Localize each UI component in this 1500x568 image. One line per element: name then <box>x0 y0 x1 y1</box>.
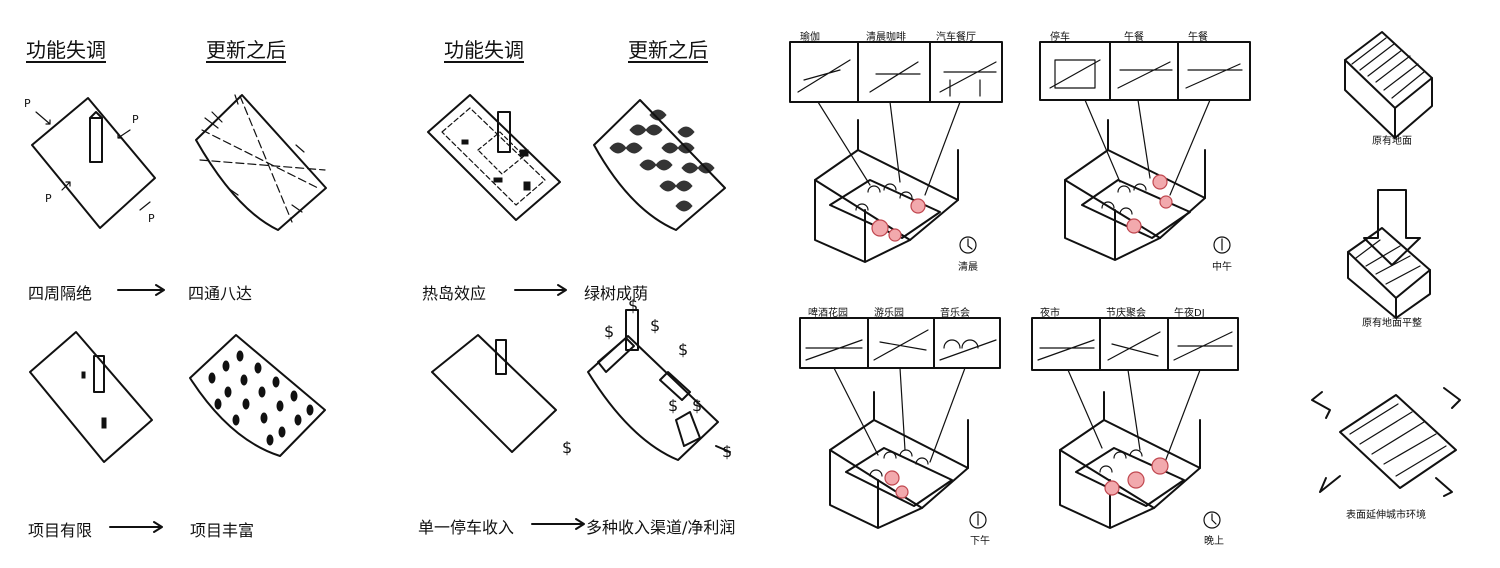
p3-q2-sketch <box>1039 41 1251 261</box>
p2-parcel-before <box>427 94 561 221</box>
p1-p-label-4: P <box>148 212 155 225</box>
p1-p-label-2: P <box>132 113 139 126</box>
p3-q3-caption-1: 啤酒花园 <box>808 308 848 319</box>
p1-parcel-before <box>31 97 156 229</box>
p1-row2-arrow <box>109 521 163 533</box>
p2-parcel-before-2 <box>431 334 557 453</box>
p4-box-3 <box>1311 387 1461 497</box>
p3-q1-time: 清晨 <box>958 262 978 273</box>
p1-row1-right-label: 四通八达 <box>188 284 253 303</box>
p3-q1-caption-2: 清晨咖啡 <box>866 32 906 43</box>
p2-heading-left: 功能失调 <box>444 38 524 62</box>
p1-parcel-after <box>195 94 327 231</box>
p3-q3-time: 下午 <box>970 536 990 547</box>
p3-q3-sketch <box>799 317 1001 529</box>
p2-row2-arrow <box>531 518 585 530</box>
p3-q4-caption-1: 夜市 <box>1040 308 1060 319</box>
p2-row1-right-label: 绿树成荫 <box>584 284 649 303</box>
p3-q2-caption-1: 停车 <box>1050 32 1070 43</box>
p4-caption-1: 原有地面 <box>1372 136 1412 147</box>
p3-q2-time: 中午 <box>1212 262 1232 273</box>
p2-dollar-8: $ <box>722 442 733 461</box>
p4-box-2 <box>1347 189 1431 319</box>
p3-q3-caption-2: 游乐园 <box>874 308 904 319</box>
p1-row1-left-label: 四周隔绝 <box>28 284 93 303</box>
p1-heading-left: 功能失调 <box>26 38 106 62</box>
p1-heading-right: 更新之后 <box>206 38 286 62</box>
p3-q1-caption-3: 汽车餐厅 <box>936 32 976 43</box>
p2-dollar-2: $ <box>604 322 615 341</box>
p2-dollar-5: $ <box>678 340 689 359</box>
p3-q4-caption-2: 节庆聚会 <box>1106 308 1146 319</box>
p2-row2-right-label: 多种收入渠道/净利润 <box>586 518 736 537</box>
p3-q2-caption-2: 午餐 <box>1124 32 1144 43</box>
p3-q4-time: 晚上 <box>1204 536 1224 547</box>
p2-dollar-7: $ <box>692 396 703 415</box>
p2-row2-left-label: 单一停车收入 <box>418 518 515 537</box>
p1-parcel-before-2 <box>29 331 153 463</box>
p4-caption-3: 表面延伸城市环境 <box>1346 510 1426 521</box>
p2-dollar-1: $ <box>562 438 573 457</box>
p2-dollar-6: $ <box>668 396 679 415</box>
p3-q4-caption-3: 午夜DJ <box>1174 308 1205 319</box>
p3-q4-sketch <box>1031 317 1239 529</box>
p2-row1-left-label: 热岛效应 <box>422 284 487 303</box>
p4-box-1 <box>1344 31 1433 139</box>
p4-caption-2: 原有地面平整 <box>1362 318 1422 329</box>
p2-parcel-after-2 <box>587 309 731 461</box>
p1-row2-right-label: 项目丰富 <box>190 521 255 540</box>
p1-p-label-1: P <box>24 97 31 110</box>
p2-heading-right: 更新之后 <box>628 38 708 62</box>
p3-q1-sketch <box>789 41 1003 263</box>
p2-parcel-after <box>593 99 726 231</box>
p3-q3-caption-3: 音乐会 <box>940 308 970 319</box>
p2-dollar-4: $ <box>650 316 661 335</box>
p1-row2-left-label: 项目有限 <box>28 521 93 540</box>
p2-row1-arrow <box>514 284 567 296</box>
p1-parcel-after-2 <box>189 334 326 457</box>
p1-p-label-3: P <box>45 192 52 205</box>
p1-row1-arrow <box>117 284 165 296</box>
p2-dollar-3: $ <box>628 296 639 315</box>
p3-q2-caption-3: 午餐 <box>1188 32 1208 43</box>
p3-q1-caption-1: 瑜伽 <box>800 32 820 43</box>
